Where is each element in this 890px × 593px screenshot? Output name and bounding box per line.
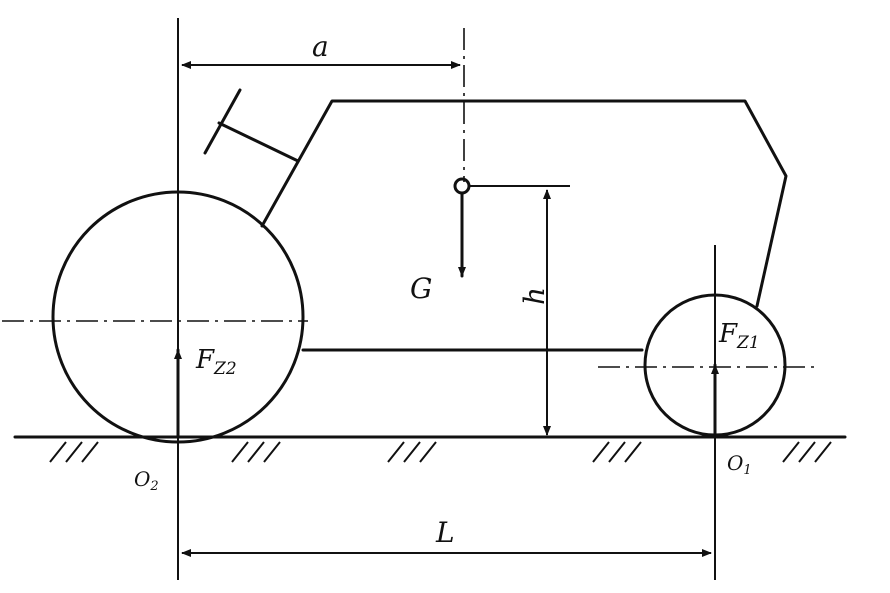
gravity-label: G: [410, 272, 432, 305]
front-normal-force-label: FZ1: [718, 319, 760, 353]
front-normal-force-label-subscript: Z1: [736, 333, 760, 353]
steering-column: [217, 121, 300, 163]
rear-normal-force-label-main: F: [195, 345, 215, 375]
ground-hatching: [49, 441, 832, 463]
dimension-h-label: h: [518, 287, 551, 305]
rear-contact-point-label-subscript: 2: [149, 479, 158, 494]
front-normal-force-label-main: F: [718, 319, 738, 349]
dimension-l-label: L: [435, 516, 455, 549]
rear-normal-force-label: FZ2: [195, 345, 237, 379]
rear-contact-point-label: O2: [134, 467, 159, 494]
rear-contact-point-label-main: O: [134, 467, 150, 491]
center-of-gravity-marker: [453, 177, 471, 195]
front-contact-point-label-main: O: [727, 451, 743, 475]
steering-wheel-rim: [203, 88, 242, 155]
tractor-body-outline: [260, 99, 788, 308]
front-contact-point-label: O1: [727, 451, 752, 478]
dimension-a-label: a: [312, 30, 329, 63]
rear-wheel: [51, 190, 305, 444]
rear-normal-force-label-subscript: Z2: [213, 359, 237, 379]
front-contact-point-label-subscript: 1: [743, 463, 751, 478]
